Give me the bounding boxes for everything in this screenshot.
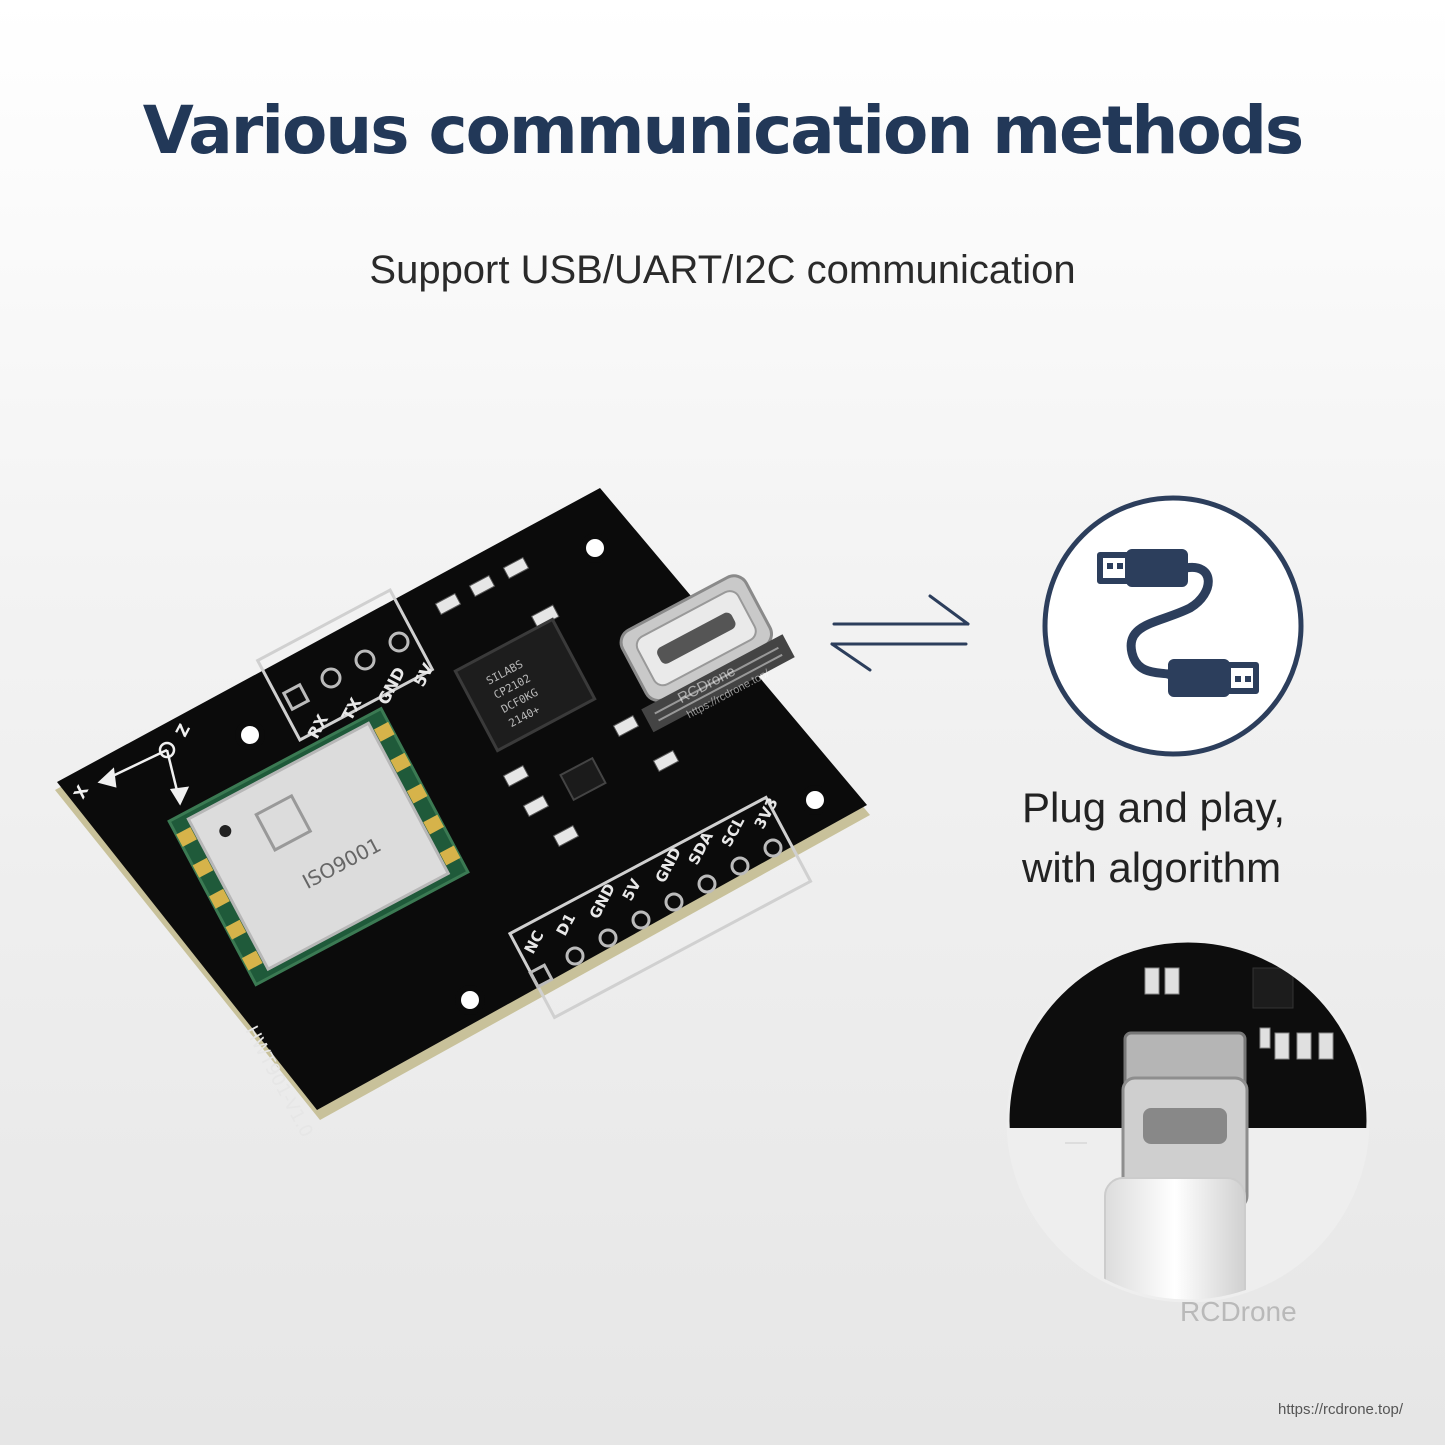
feature-line-1: Plug and play, bbox=[1022, 784, 1286, 831]
feature-text: Plug and play, with algorithm bbox=[1022, 778, 1422, 898]
page-subtitle: Support USB/UART/I2C communication bbox=[369, 248, 1076, 292]
site-url: https://rcdrone.top/ bbox=[1278, 1401, 1404, 1418]
exchange-arrows-icon bbox=[830, 594, 970, 672]
usb-cable-icon bbox=[1042, 495, 1304, 757]
sensor-board-image: RX TX GND 5V SILABS CP2102 DCF0KG 2140+ bbox=[55, 488, 870, 1141]
brand-watermark: RCDrone bbox=[1180, 1296, 1297, 1327]
feature-line-2: with algorithm bbox=[1022, 844, 1282, 891]
page-title: Various communication methods bbox=[142, 92, 1304, 169]
usb-port-closeup-image bbox=[1006, 939, 1370, 1303]
